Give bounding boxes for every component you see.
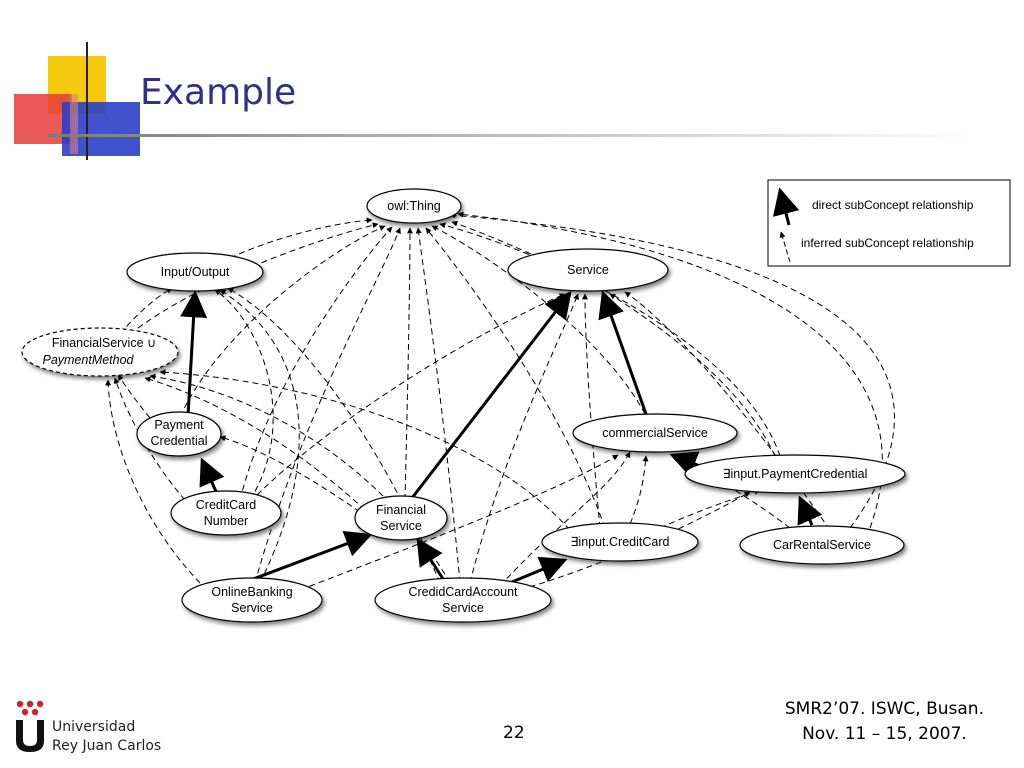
page-number: 22: [503, 723, 525, 743]
edge-inputoutput-thing: [229, 217, 373, 259]
university-line-1: Universidad: [52, 719, 136, 735]
node-input-payment-credential: ∃input.PaymentCredential: [684, 454, 906, 494]
node-label: owl:Thing: [387, 199, 441, 213]
node-car-rental-service: CarRentalService: [739, 525, 905, 565]
edge-payment-thing: [179, 225, 386, 418]
edge-carrental-thing-2: [457, 211, 883, 529]
node-online-banking-service: OnlineBanking Service: [181, 577, 323, 623]
edge-inputpc-service: [609, 293, 776, 457]
node-payment-credential: Payment Credential: [136, 411, 222, 457]
node-credit-card-account-service: CredidCardAccount Service: [374, 577, 552, 623]
university-line-2: Rey Juan Carlos: [52, 738, 162, 754]
edge-inputcc-thing: [425, 227, 606, 529]
node-label: Service: [231, 601, 273, 615]
edge-financial-thing: [404, 227, 413, 501]
node-commercial-service: commercialService: [572, 413, 738, 453]
node-label: CarRentalService: [773, 538, 871, 552]
edge-onlinebanking-union: [105, 379, 201, 584]
edge-inputcc-service: [582, 293, 601, 529]
node-label: CreditCard: [196, 498, 256, 512]
edge-onlinebanking-financial: [239, 530, 373, 586]
inferred-edges: [105, 211, 895, 591]
legend: direct subConcept relationship inferred …: [767, 179, 1011, 267]
node-label: ∃input.PaymentCredential: [723, 467, 868, 481]
edge-carrental-service: [624, 291, 831, 531]
university-logo: [10, 696, 230, 762]
footer-line-2: Nov. 11 – 15, 2007.: [802, 724, 967, 744]
edge-financialunion-thing: [129, 222, 379, 335]
node-label: Input/Output: [161, 265, 230, 279]
node-input-credit-card: ∃input.CreditCard: [541, 522, 699, 562]
legend-inferred-label: inferred subConcept relationship: [801, 236, 974, 250]
edge-payment-union: [117, 374, 151, 419]
edge-inputpc-thing: [439, 222, 781, 457]
slide-title: Example: [140, 72, 297, 113]
title-underline: [48, 134, 978, 137]
university-name: Universidad Rey Juan Carlos: [52, 718, 161, 756]
edge-financial-service: [410, 290, 572, 499]
node-label: PaymentMethod: [42, 353, 134, 367]
edge-inputcc-commercial: [629, 455, 649, 525]
edge-commercial-service: [598, 290, 648, 415]
edge-ccnumber-io: [214, 289, 274, 501]
edge-inputcc-union: [159, 369, 571, 531]
node-owl-thing: owl:Thing: [366, 188, 462, 224]
edge-ccaccount-union: [149, 373, 451, 584]
edge-ccaccount-financial: [416, 537, 447, 583]
legend-direct-label: direct subConcept relationship: [812, 198, 974, 212]
edge-financial-union: [144, 376, 366, 511]
footer-line-1: SMR2’07. ISWC, Busan.: [784, 699, 984, 719]
node-credit-card-number: CreditCard Number: [170, 490, 282, 536]
edge-commercial-thing: [431, 225, 646, 415]
node-label: Number: [204, 514, 248, 528]
direct-edges: [180, 290, 823, 586]
legend-direct-arrow: [772, 187, 800, 226]
edge-ccnumber-payment: [199, 457, 225, 497]
node-label: FinancialService ∪: [52, 336, 156, 350]
edge-carrental-inputpc: [797, 495, 823, 526]
node-label: ∃input.CreditCard: [571, 535, 670, 549]
node-financial-service: Financial Service: [354, 495, 448, 541]
node-label: OnlineBanking: [211, 585, 292, 599]
node-financial-union-payment: FinancialService ∪ PaymentMethod: [21, 327, 179, 377]
node-service: Service: [507, 248, 669, 292]
conference-footer: SMR2’07. ISWC, Busan. Nov. 11 – 15, 2007…: [785, 697, 984, 747]
node-label: CredidCardAccount: [408, 585, 518, 599]
node-label: Financial: [376, 503, 426, 517]
node-label: Service: [567, 263, 609, 277]
edge-ccaccount-thing: [415, 227, 461, 584]
edge-onlinebanking-thing: [254, 227, 401, 584]
edge-onlinebanking-io: [219, 289, 300, 584]
node-label: Service: [442, 601, 484, 615]
edge-financialunion-io: [119, 287, 173, 335]
edge-financial-payment: [219, 435, 361, 513]
edge-payment-io: [180, 290, 208, 417]
node-label: commercialService: [602, 426, 708, 440]
edge-onlinebanking-commercial: [299, 454, 619, 591]
legend-inferred-arrow: [779, 231, 791, 263]
edge-ccaccount-inputcc: [511, 556, 568, 584]
edge-inputpc-commercial: [669, 451, 701, 477]
node-label: Payment: [154, 418, 204, 432]
node-input-output: Input/Output: [126, 252, 264, 292]
edge-ccaccount-commercial: [499, 451, 631, 587]
edge-inputcc-inputpc: [659, 488, 761, 529]
node-label: Service: [380, 519, 422, 533]
node-label: Credential: [151, 434, 208, 448]
edge-service-thing: [451, 220, 541, 259]
edge-ccnumber-thing: [239, 226, 393, 501]
